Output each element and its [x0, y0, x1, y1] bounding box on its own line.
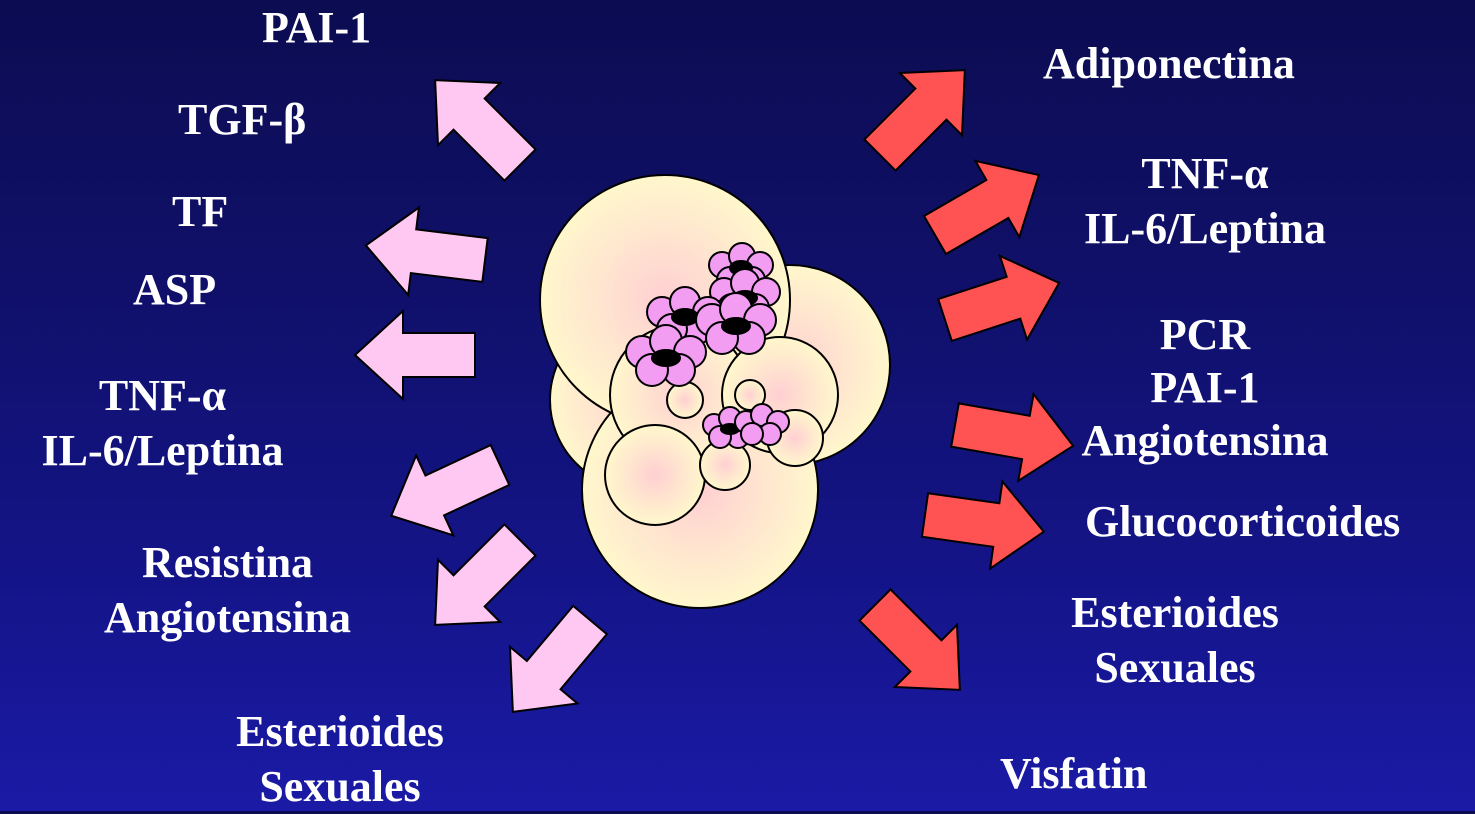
left-label-tnf-alpha: TNF-α [15, 368, 310, 423]
right-arrow-3 [931, 241, 1072, 362]
right-label-il6-leptina: IL-6/Leptina [1055, 201, 1355, 256]
adipocyte [605, 425, 705, 525]
right-label-esteroides-sexuales: Esterioides Sexuales [1040, 585, 1310, 695]
left-label-esterioides: Esterioides [205, 704, 475, 759]
left-label-pai1: PAI-1 [262, 6, 371, 50]
left-label-il6-leptina: IL-6/Leptina [15, 423, 310, 478]
left-arrow-3 [355, 311, 475, 399]
right-arrow-5 [919, 471, 1050, 575]
left-label-resistina-angiotensina: Resistina Angiotensina [75, 535, 380, 645]
left-label-resistina: Resistina [75, 535, 380, 590]
right-arrow-1 [849, 39, 996, 186]
left-label-esteroides-sexuales: Esterioides Sexuales [205, 704, 475, 814]
right-label-pcr: PCR [1080, 309, 1330, 362]
left-label-angiotensina: Angiotensina [75, 590, 380, 645]
left-arrow-2 [361, 202, 491, 304]
right-label-pai1: PAI-1 [1080, 362, 1330, 415]
adipocyte-cluster [540, 175, 890, 608]
left-label-tgf-beta: TGF-β [178, 98, 306, 142]
right-label-sexuales: Sexuales [1040, 640, 1310, 695]
left-label-sexuales: Sexuales [205, 759, 475, 814]
right-arrow-6 [844, 574, 991, 721]
right-label-adiponectina: Adiponectina [1043, 42, 1295, 86]
left-label-tf: TF [172, 190, 228, 234]
right-label-esterioides: Esterioides [1040, 585, 1310, 640]
right-arrow-4 [947, 382, 1080, 490]
right-arrow-2 [913, 137, 1061, 273]
left-arrow-1 [404, 49, 551, 196]
right-label-pcr-group: PCR PAI-1 Angiotensina [1080, 309, 1330, 467]
left-arrow-5 [404, 509, 551, 656]
right-label-tnf-il6: TNF-α IL-6/Leptina [1055, 146, 1355, 256]
right-label-visfatin: Visfatin [1000, 752, 1148, 796]
right-label-angiotensina: Angiotensina [1080, 415, 1330, 468]
right-label-tnf-alpha: TNF-α [1055, 146, 1355, 201]
right-label-glucocorticoides: Glucocorticoides [1085, 500, 1400, 544]
left-label-asp: ASP [133, 268, 216, 312]
adipocyte [667, 382, 703, 418]
left-arrow-6 [479, 592, 624, 740]
left-label-tnf-il6: TNF-α IL-6/Leptina [15, 368, 310, 478]
